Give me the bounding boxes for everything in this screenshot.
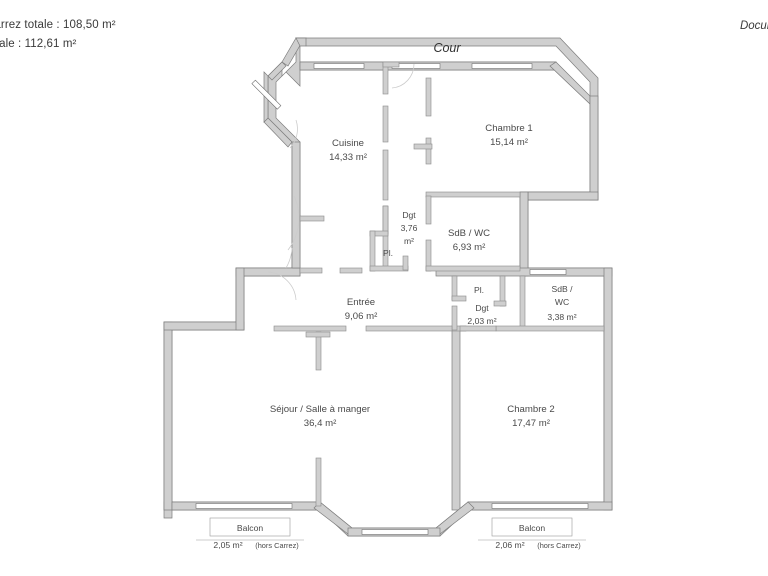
door-swings bbox=[267, 63, 415, 301]
label-cour: Cour bbox=[433, 41, 461, 55]
wall-int-placard1-bottom bbox=[369, 265, 409, 272]
wall-int-cuisine-low bbox=[382, 149, 389, 201]
wall-int-sdb2-bottom bbox=[495, 325, 605, 332]
wall-vertical-sdb bbox=[519, 191, 529, 277]
window-sdb2-strip bbox=[529, 269, 567, 275]
label-balcon-left-name: Balcon bbox=[237, 523, 263, 533]
wall-cuisine-topcorner bbox=[295, 37, 307, 47]
wall-int-sejour-bay-stub bbox=[315, 457, 322, 507]
window-chambre2-south bbox=[491, 503, 589, 509]
wall-int-sejour-stub bbox=[315, 331, 322, 371]
label-balcon-right-name: Balcon bbox=[519, 523, 545, 533]
wall-int-sejour-stub-cap bbox=[305, 331, 331, 338]
window-bay-cuisine bbox=[251, 79, 282, 110]
door-swing-chambre1 bbox=[391, 63, 415, 89]
wall-int-cuisine-mid bbox=[382, 105, 389, 143]
label-sdb1-name: SdB / WC bbox=[448, 228, 490, 239]
wall-int-placard2-foot bbox=[493, 300, 507, 307]
total-area-line: totale : 112,61 m² bbox=[0, 38, 77, 50]
wall-int-entree-right bbox=[451, 305, 458, 331]
wall-int-chambre1-a bbox=[425, 77, 432, 117]
wall-sejour-right bbox=[451, 329, 461, 511]
wall-int-chambre2-top bbox=[459, 325, 497, 332]
label-balcon-right-area: 2,06 m² bbox=[495, 540, 524, 550]
wall-sejour-notch bbox=[235, 267, 245, 331]
balcony-left-box bbox=[209, 517, 291, 537]
label-entree-name: Entrée bbox=[347, 297, 375, 308]
carrez-total-line: Carrez totale : 108,50 m² bbox=[0, 19, 116, 31]
wall-right-chambre1 bbox=[589, 95, 599, 201]
balcony-right-box bbox=[491, 517, 573, 537]
label-sdb2-name: SdB / bbox=[551, 284, 573, 294]
label-dgt2-name: Dgt bbox=[475, 303, 489, 313]
wall-int-chambre1-b bbox=[425, 137, 432, 165]
wall-int-entree-stub2 bbox=[339, 267, 363, 274]
wall-int-entree-bottom-b bbox=[365, 325, 453, 332]
document-note: Document n bbox=[739, 20, 768, 32]
header-area-summary: Carrez totale : 108,50 m² totale : 112,6… bbox=[0, 16, 116, 54]
window-sejour-south bbox=[195, 503, 293, 509]
wall-int-cuisine-stub bbox=[382, 61, 400, 68]
label-balcon-left-area: 2,05 m² bbox=[213, 540, 242, 550]
wall-sejour-topleft bbox=[163, 321, 245, 331]
label-sdb1-area: 6,93 m² bbox=[453, 242, 486, 253]
window-cuisine-north bbox=[313, 63, 365, 69]
wall-bay-left-angle bbox=[313, 501, 353, 535]
label-chambre1-name: Chambre 1 bbox=[485, 123, 532, 134]
label-sdb2-area: 3,38 m² bbox=[547, 312, 576, 322]
wall-int-dgt1-vert bbox=[382, 205, 389, 235]
wall-int-dgt2-left-foot bbox=[451, 295, 467, 302]
label-dgt2-area: 2,03 m² bbox=[467, 316, 496, 326]
label-chambre2-name: Chambre 2 bbox=[507, 404, 554, 415]
windows bbox=[195, 63, 589, 535]
wall-int-placard1-right bbox=[402, 255, 409, 271]
door-swing-entree bbox=[267, 271, 297, 301]
wall-int-sdb2-left bbox=[519, 275, 526, 331]
label-dgt1-area: 3,76 bbox=[401, 223, 418, 233]
wall-right-exterior bbox=[603, 267, 613, 511]
label-sejour-area: 36,4 m² bbox=[304, 418, 337, 429]
wall-sejour-exterior bbox=[163, 267, 301, 511]
wall-int-chambre1-bottom bbox=[425, 191, 521, 198]
label-chambre1-area: 15,14 m² bbox=[490, 137, 529, 148]
wall-bay-cuisine-a bbox=[267, 61, 287, 81]
room-labels: Cour Cuisine 14,33 m² Chambre 1 15,14 m²… bbox=[270, 41, 577, 429]
label-sdb2-name2: WC bbox=[555, 297, 569, 307]
wall-cuisine-left bbox=[291, 141, 301, 269]
door-swing-cuisine-bay bbox=[289, 119, 298, 149]
door-swing-cuisine-entree bbox=[287, 195, 300, 251]
label-chambre2-area: 17,47 m² bbox=[512, 418, 551, 429]
wall-int-placard1-left bbox=[369, 230, 376, 272]
wall-int-cuisine-stub2 bbox=[299, 215, 325, 222]
label-sejour-name: Séjour / Salle à manger bbox=[270, 404, 371, 415]
wall-int-sdb1-bottom bbox=[425, 265, 521, 272]
wall-int-entree-stub bbox=[299, 267, 323, 274]
balcony-callouts: Balcon 2,05 m² (hors Carrez) Balcon 2,06… bbox=[196, 517, 586, 550]
label-dgt1-unit: m² bbox=[404, 236, 414, 246]
label-cuisine-name: Cuisine bbox=[332, 138, 364, 149]
wall-int-sdb1-left-a bbox=[425, 195, 432, 225]
label-cuisine-area: 14,33 m² bbox=[329, 152, 368, 163]
label-balcon-left-note: (hors Carrez) bbox=[255, 541, 299, 550]
label-balcon-right-note: (hors Carrez) bbox=[537, 541, 581, 550]
interior-walls bbox=[273, 61, 605, 507]
wall-int-chambre1-c bbox=[413, 143, 433, 150]
label-entree-area: 9,06 m² bbox=[345, 311, 378, 322]
window-chambre1-north-b bbox=[471, 63, 533, 69]
wall-chambre1-lower bbox=[527, 191, 599, 201]
wall-chambre1-bottom bbox=[519, 191, 599, 269]
door-swing-cuisine-b bbox=[285, 247, 293, 269]
wall-sejour-left bbox=[163, 321, 173, 511]
wall-int-entree-bottom-a bbox=[273, 325, 347, 332]
label-dgt1-name: Dgt bbox=[402, 210, 416, 220]
label-placard1: Pl. bbox=[383, 248, 393, 258]
window-bay-south bbox=[361, 529, 429, 535]
label-placard2: Pl. bbox=[474, 285, 484, 295]
